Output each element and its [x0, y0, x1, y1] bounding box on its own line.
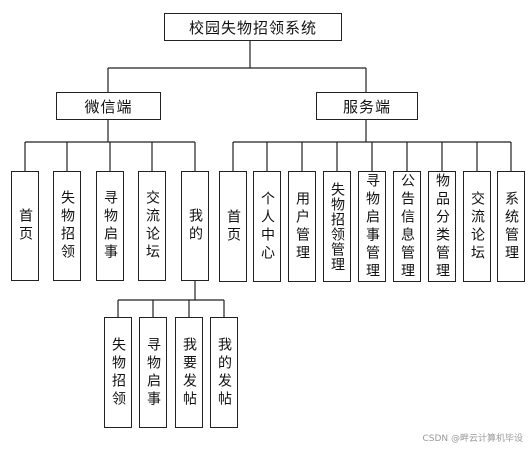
- mine-item-post: 我要发帖: [175, 317, 203, 428]
- wechat-item-forum: 交流论坛: [138, 171, 166, 281]
- wechat-item-home: 首页: [11, 171, 39, 281]
- wechat-item-mine: 我的: [181, 171, 209, 281]
- wechat-item-lost-found: 失物招领: [53, 171, 81, 281]
- wechat-item-lost-notice: 寻物启事: [96, 171, 124, 281]
- server-item-notice-mgmt: 公告信息管理: [393, 171, 421, 282]
- wechat-node: 微信端: [56, 92, 161, 120]
- mine-item-lost-notice: 寻物启事: [139, 317, 167, 428]
- server-item-forum: 交流论坛: [463, 171, 491, 282]
- server-item-personal-center: 个人中心: [253, 171, 281, 282]
- root-node: 校园失物招领系统: [164, 13, 342, 41]
- server-item-category-mgmt: 物品分类管理: [428, 171, 456, 282]
- server-node: 服务端: [316, 92, 418, 120]
- mine-item-my-posts: 我的发帖: [210, 317, 238, 428]
- server-item-user-mgmt: 用户管理: [288, 171, 316, 282]
- mine-item-lost-found: 失物招领: [104, 317, 132, 428]
- watermark: CSDN @畔云计算机毕设: [422, 434, 523, 444]
- server-item-lost-found-mgmt: 失物招领管理: [323, 171, 351, 282]
- server-item-home: 首页: [219, 171, 247, 282]
- server-item-system-mgmt: 系统管理: [497, 171, 525, 282]
- server-item-lost-notice-mgmt: 寻物启事管理: [358, 171, 386, 282]
